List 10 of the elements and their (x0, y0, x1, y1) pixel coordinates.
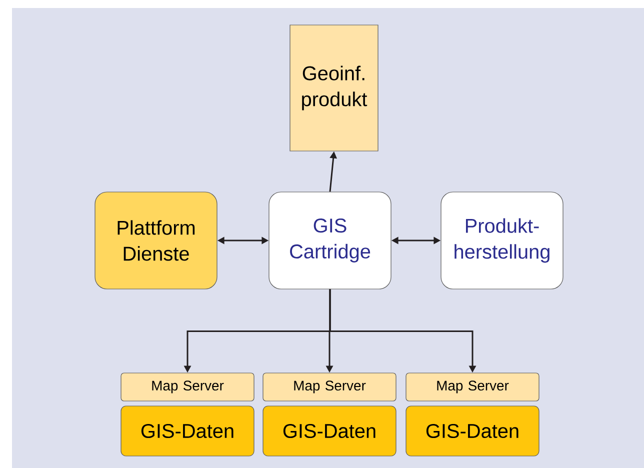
data-box: GIS-Daten (406, 406, 540, 456)
server-box: Map Server (406, 372, 540, 402)
process-box: Produkt-herstellung (440, 192, 564, 290)
data-box: GIS-Daten (262, 406, 396, 456)
server-box: Map Server (262, 372, 396, 402)
cartridge-box: GIS Cartridge (268, 192, 392, 290)
product-box: Geoinf. produkt (290, 24, 378, 152)
service-box: Plattform Dienste (94, 192, 218, 290)
data-box: GIS-Daten (120, 406, 254, 456)
server-box: Map Server (120, 372, 254, 402)
